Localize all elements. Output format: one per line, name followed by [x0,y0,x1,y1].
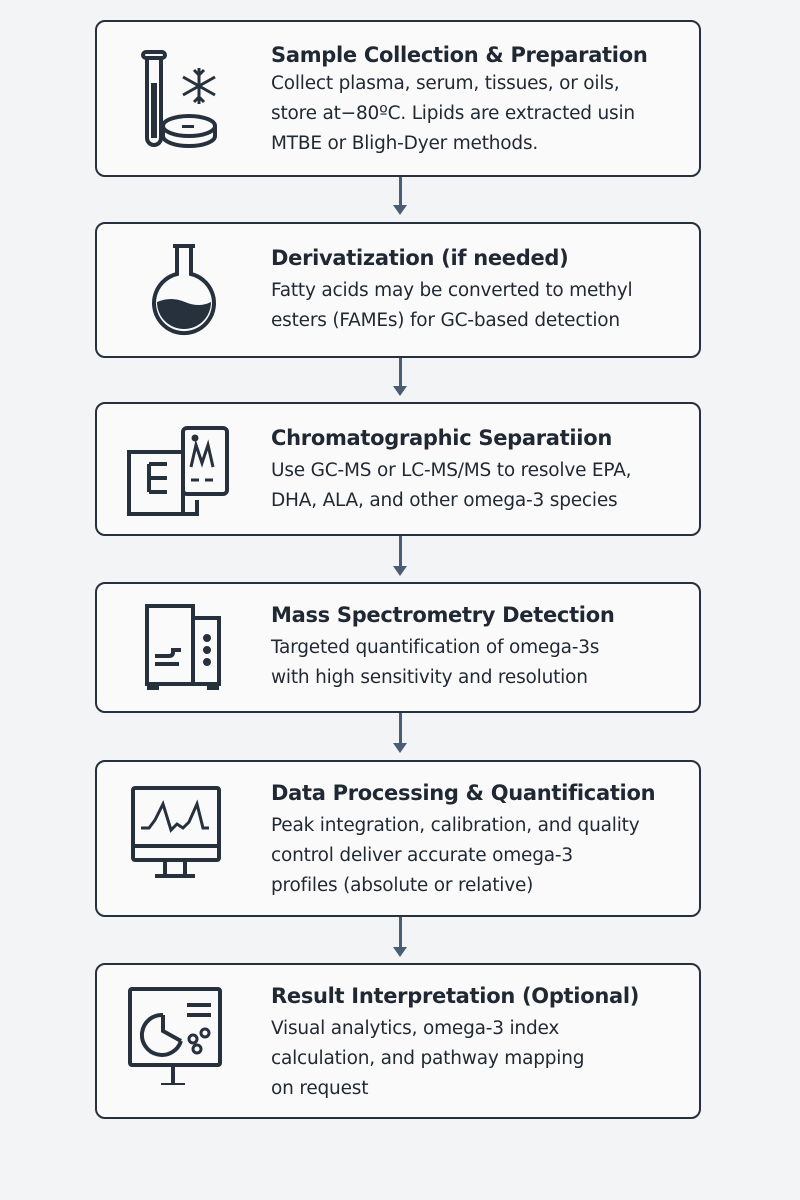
step-description: Visual analytics, omega-3 index [271,1018,560,1039]
step-data-processing: Data Processing & Quantification Peak in… [95,760,701,917]
step-description: store at−80ºC. Lipids are extracted usin [271,103,635,124]
step-title: Derivatization (if needed) [271,246,569,270]
step-title: Data Processing & Quantification [271,781,656,805]
mass-spectrometer-icon [127,600,247,700]
monitor-analytics-icon [127,985,247,1087]
step-description: Collect plasma, serum, tissues, or oils, [271,73,620,94]
step-result-interpretation: Result Interpretation (Optional) Visual … [95,963,701,1119]
flask-icon [127,240,247,340]
monitor-peaks-icon [127,782,247,882]
step-description: with high sensitivity and resolution [271,667,588,688]
flow-arrow [393,536,407,576]
flow-arrow [393,917,407,957]
step-description: Targeted quantification of omega-3s [271,637,600,658]
chromatograph-icon [127,422,247,522]
step-description: Fatty acids may be converted to methyl [271,280,633,301]
step-description: control deliver accurate omega-3 [271,845,573,866]
step-description: MTBE or Bligh-Dyer methods. [271,133,539,154]
step-derivatization: Derivatization (if needed) Fatty acids m… [95,222,701,358]
step-title: Mass Spectrometry Detection [271,603,615,627]
step-description: esters (FAMEs) for GC-based detection [271,310,620,331]
step-description: Use GC-MS or LC-MS/MS to resolve EPA, [271,460,632,481]
flow-arrow [393,713,407,753]
step-title: Sample Collection & Preparation [271,43,648,67]
test-tube-snowflake-icon [127,48,247,148]
step-description: on request [271,1078,369,1099]
step-description: DHA, ALA, and other omega-3 species [271,490,618,511]
step-description: profiles (absolute or relative) [271,875,534,896]
step-title: Chromatographic Separatiion [271,426,612,450]
step-description: Peak integration, calibration, and quali… [271,815,640,836]
step-chromatographic-separation: Chromatographic Separatiion Use GC-MS or… [95,402,701,536]
step-description: calculation, and pathway mapping [271,1048,585,1069]
step-sample-collection: Sample Collection & Preparation Collect … [95,20,701,177]
step-mass-spectrometry: Mass Spectrometry Detection Targeted qua… [95,582,701,713]
flow-arrow [393,358,407,396]
flow-arrow [393,177,407,215]
step-title: Result Interpretation (Optional) [271,984,640,1008]
